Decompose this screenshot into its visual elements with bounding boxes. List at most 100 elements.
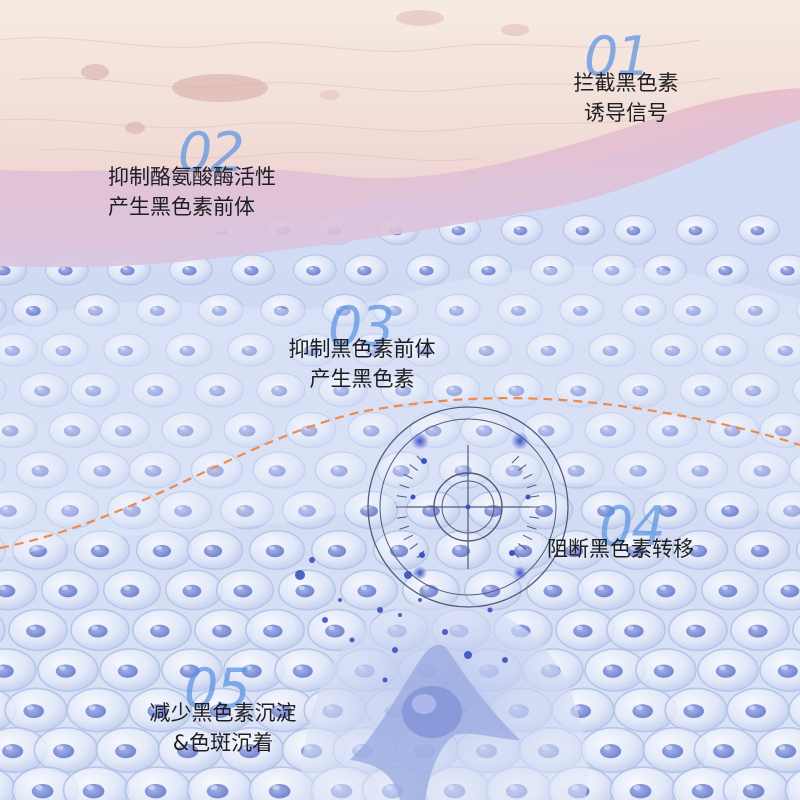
basal-boundary-line <box>0 397 800 550</box>
step-description: 拦截黑色素 诱导信号 <box>558 68 694 128</box>
cell-icon <box>310 529 368 571</box>
melanin-dot <box>398 613 402 617</box>
reticle-tick <box>523 534 533 541</box>
cell-icon <box>406 254 450 286</box>
melanin-dot <box>295 570 305 580</box>
reticle-tick <box>409 543 419 550</box>
cell-icon <box>580 726 646 774</box>
melanin-dot <box>502 657 508 663</box>
cell-icon <box>248 529 306 571</box>
cell-icon <box>194 608 254 652</box>
reticle-tick <box>529 516 540 519</box>
cell-icon <box>4 687 68 733</box>
step-line: 产生黑色素 <box>309 367 415 391</box>
step-line: 诱导信号 <box>584 101 668 125</box>
step-number: 05 <box>184 657 251 720</box>
melanin-dot <box>338 598 342 602</box>
step-line: 抑制黑色素前体 <box>288 337 436 361</box>
cell-icon <box>467 490 523 530</box>
cell-icon <box>37 648 99 692</box>
melanin-dot <box>487 607 493 613</box>
cell-icon <box>639 569 697 611</box>
step-line: 抑制酪氨酸酶活性 <box>108 165 276 189</box>
step-03: 03 抑制黑色素前体 产生黑色素 <box>282 295 442 392</box>
melanin-dot <box>309 557 315 563</box>
step-line: &色斑沉着 <box>172 731 274 755</box>
reticle-tick <box>517 464 527 471</box>
cell-icon <box>216 569 274 611</box>
melanin-dot <box>322 617 328 623</box>
reticle-tick <box>526 484 537 489</box>
pink-membrane <box>0 88 800 268</box>
step-number: 04 <box>599 495 666 558</box>
cell-icon <box>726 687 790 733</box>
cell-icon <box>278 569 336 611</box>
reticle-tick <box>517 543 527 550</box>
step-number: 03 <box>328 295 395 358</box>
melanin-dot <box>349 637 355 643</box>
step-line: 拦截黑色素 <box>573 71 679 95</box>
cell-icon <box>8 608 68 652</box>
cell-icon <box>668 608 728 652</box>
step-line: 阻断黑色素转移 <box>547 537 694 561</box>
cell-icon <box>41 569 99 611</box>
cell-icon <box>132 608 192 652</box>
cell-icon <box>500 214 544 246</box>
cell-icon <box>555 608 615 652</box>
step-description: 抑制黑色素前体 产生黑色素 <box>282 334 442 394</box>
step-line: 减少黑色素沉淀 <box>149 701 297 725</box>
cell-icon <box>613 214 657 246</box>
step-number: 02 <box>178 121 245 184</box>
reticle-tick <box>403 534 413 541</box>
cell-icon <box>577 569 635 611</box>
reticle-tick <box>511 455 520 464</box>
cell-icon <box>293 254 337 286</box>
step-02: 02 抑制酪氨酸酶活性 产生黑色素前体 <box>108 126 276 220</box>
cell-icon <box>434 529 492 571</box>
step-description: 阻断黑色素转移 <box>547 534 694 564</box>
translucent-wave <box>0 266 800 560</box>
reticle-tick <box>529 495 540 498</box>
melanocyte-cell <box>300 601 588 800</box>
melanin-dot <box>392 647 398 653</box>
cell-icon <box>340 569 398 611</box>
cell-icon <box>526 569 584 611</box>
cell-icon <box>730 608 790 652</box>
pigment-spots <box>81 10 529 134</box>
cell-icon <box>66 687 130 733</box>
cell-icon <box>733 529 791 571</box>
step-04: 04 阻断黑色素转移 <box>547 500 694 562</box>
cell-icon <box>664 687 728 733</box>
reticle-tick <box>399 484 410 489</box>
cell-icon <box>70 608 130 652</box>
reticle-tick <box>396 516 407 519</box>
cell-icon <box>697 648 759 692</box>
cell-icon <box>231 254 275 286</box>
cell-icon <box>606 608 666 652</box>
cell-icon <box>693 726 759 774</box>
melanin-dot <box>377 607 383 613</box>
cell-icon <box>165 569 223 611</box>
melanin-particles <box>295 557 508 683</box>
step-line: 产生黑色素前体 <box>108 195 255 219</box>
cell-icon <box>245 608 305 652</box>
melanin-dot <box>418 598 422 602</box>
cell-icon <box>737 214 781 246</box>
cell-icon <box>344 254 388 286</box>
transfer-target-reticle <box>367 406 569 608</box>
reticle-tick <box>523 473 533 480</box>
reticle-tick <box>396 495 407 498</box>
melanin-dot <box>404 571 412 579</box>
step-01: 01 拦截黑色素 诱导信号 <box>558 25 694 126</box>
skin-texture <box>0 37 721 203</box>
step-description: 抑制酪氨酸酶活性 产生黑色素前体 <box>108 162 276 222</box>
melanin-dot <box>382 677 388 683</box>
cell-icon <box>562 214 606 246</box>
melanin-dot <box>464 651 472 659</box>
reticle-tick <box>403 473 413 480</box>
step-number: 01 <box>584 25 651 88</box>
cell-icon <box>33 726 99 774</box>
cell-icon <box>701 569 759 611</box>
